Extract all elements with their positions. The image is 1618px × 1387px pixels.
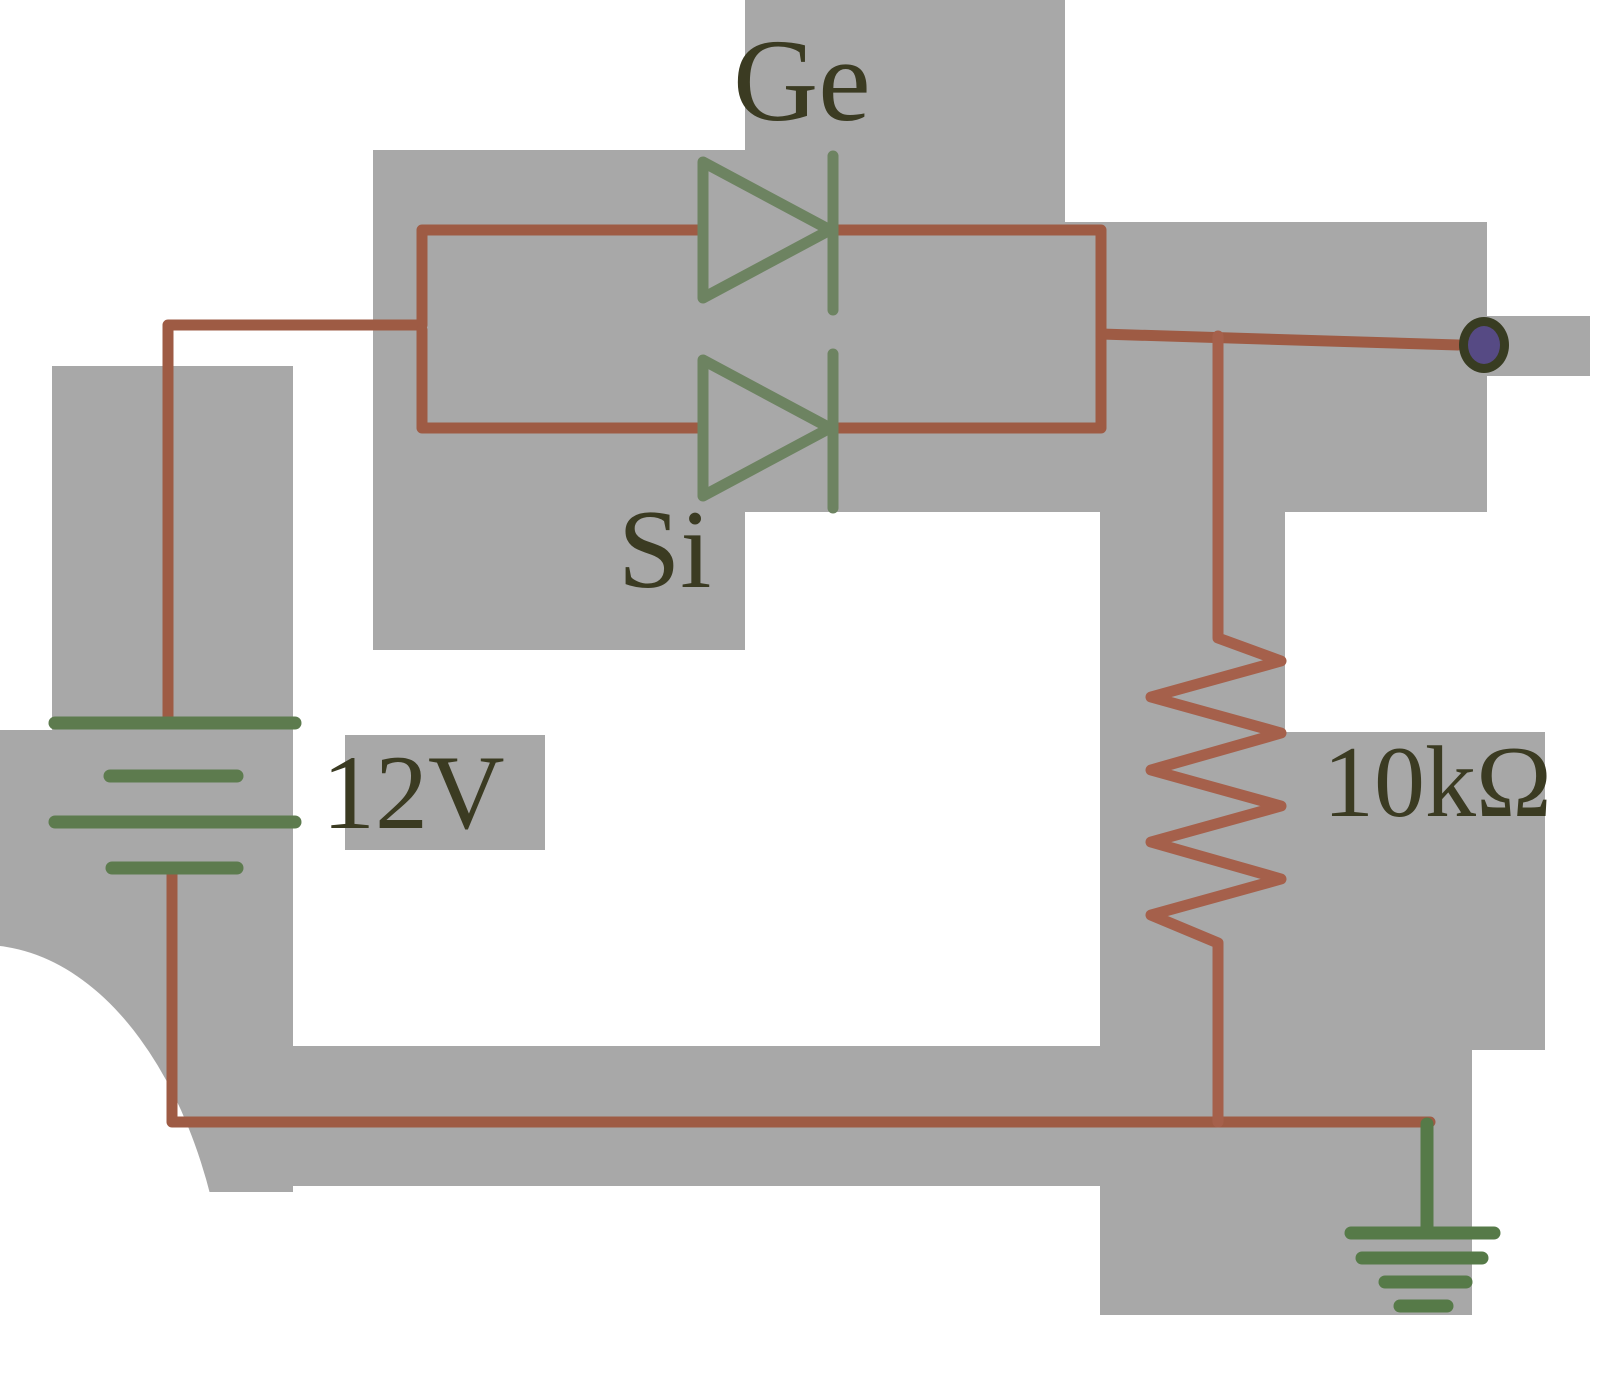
battery-voltage-label: 12V	[322, 734, 505, 851]
output-terminal	[1459, 317, 1509, 373]
background-patch	[1100, 512, 1285, 732]
background-patch	[157, 1046, 1100, 1186]
resistor-value-label: 10kΩ	[1323, 726, 1552, 839]
background-patch	[1100, 1050, 1472, 1315]
background-patch	[345, 735, 545, 850]
battery-symbol	[48, 716, 302, 875]
background-patch	[1100, 732, 1545, 1050]
ge-diode-label: Ge	[733, 15, 871, 146]
si-diode-label: Si	[618, 488, 712, 612]
si-diode-symbol	[697, 348, 839, 514]
wires	[162, 224, 1464, 1128]
ground-symbol	[1344, 1117, 1501, 1313]
resistor-symbol	[1145, 330, 1287, 1128]
background-patch	[1065, 222, 1487, 512]
ge-diode-symbol	[697, 150, 839, 316]
